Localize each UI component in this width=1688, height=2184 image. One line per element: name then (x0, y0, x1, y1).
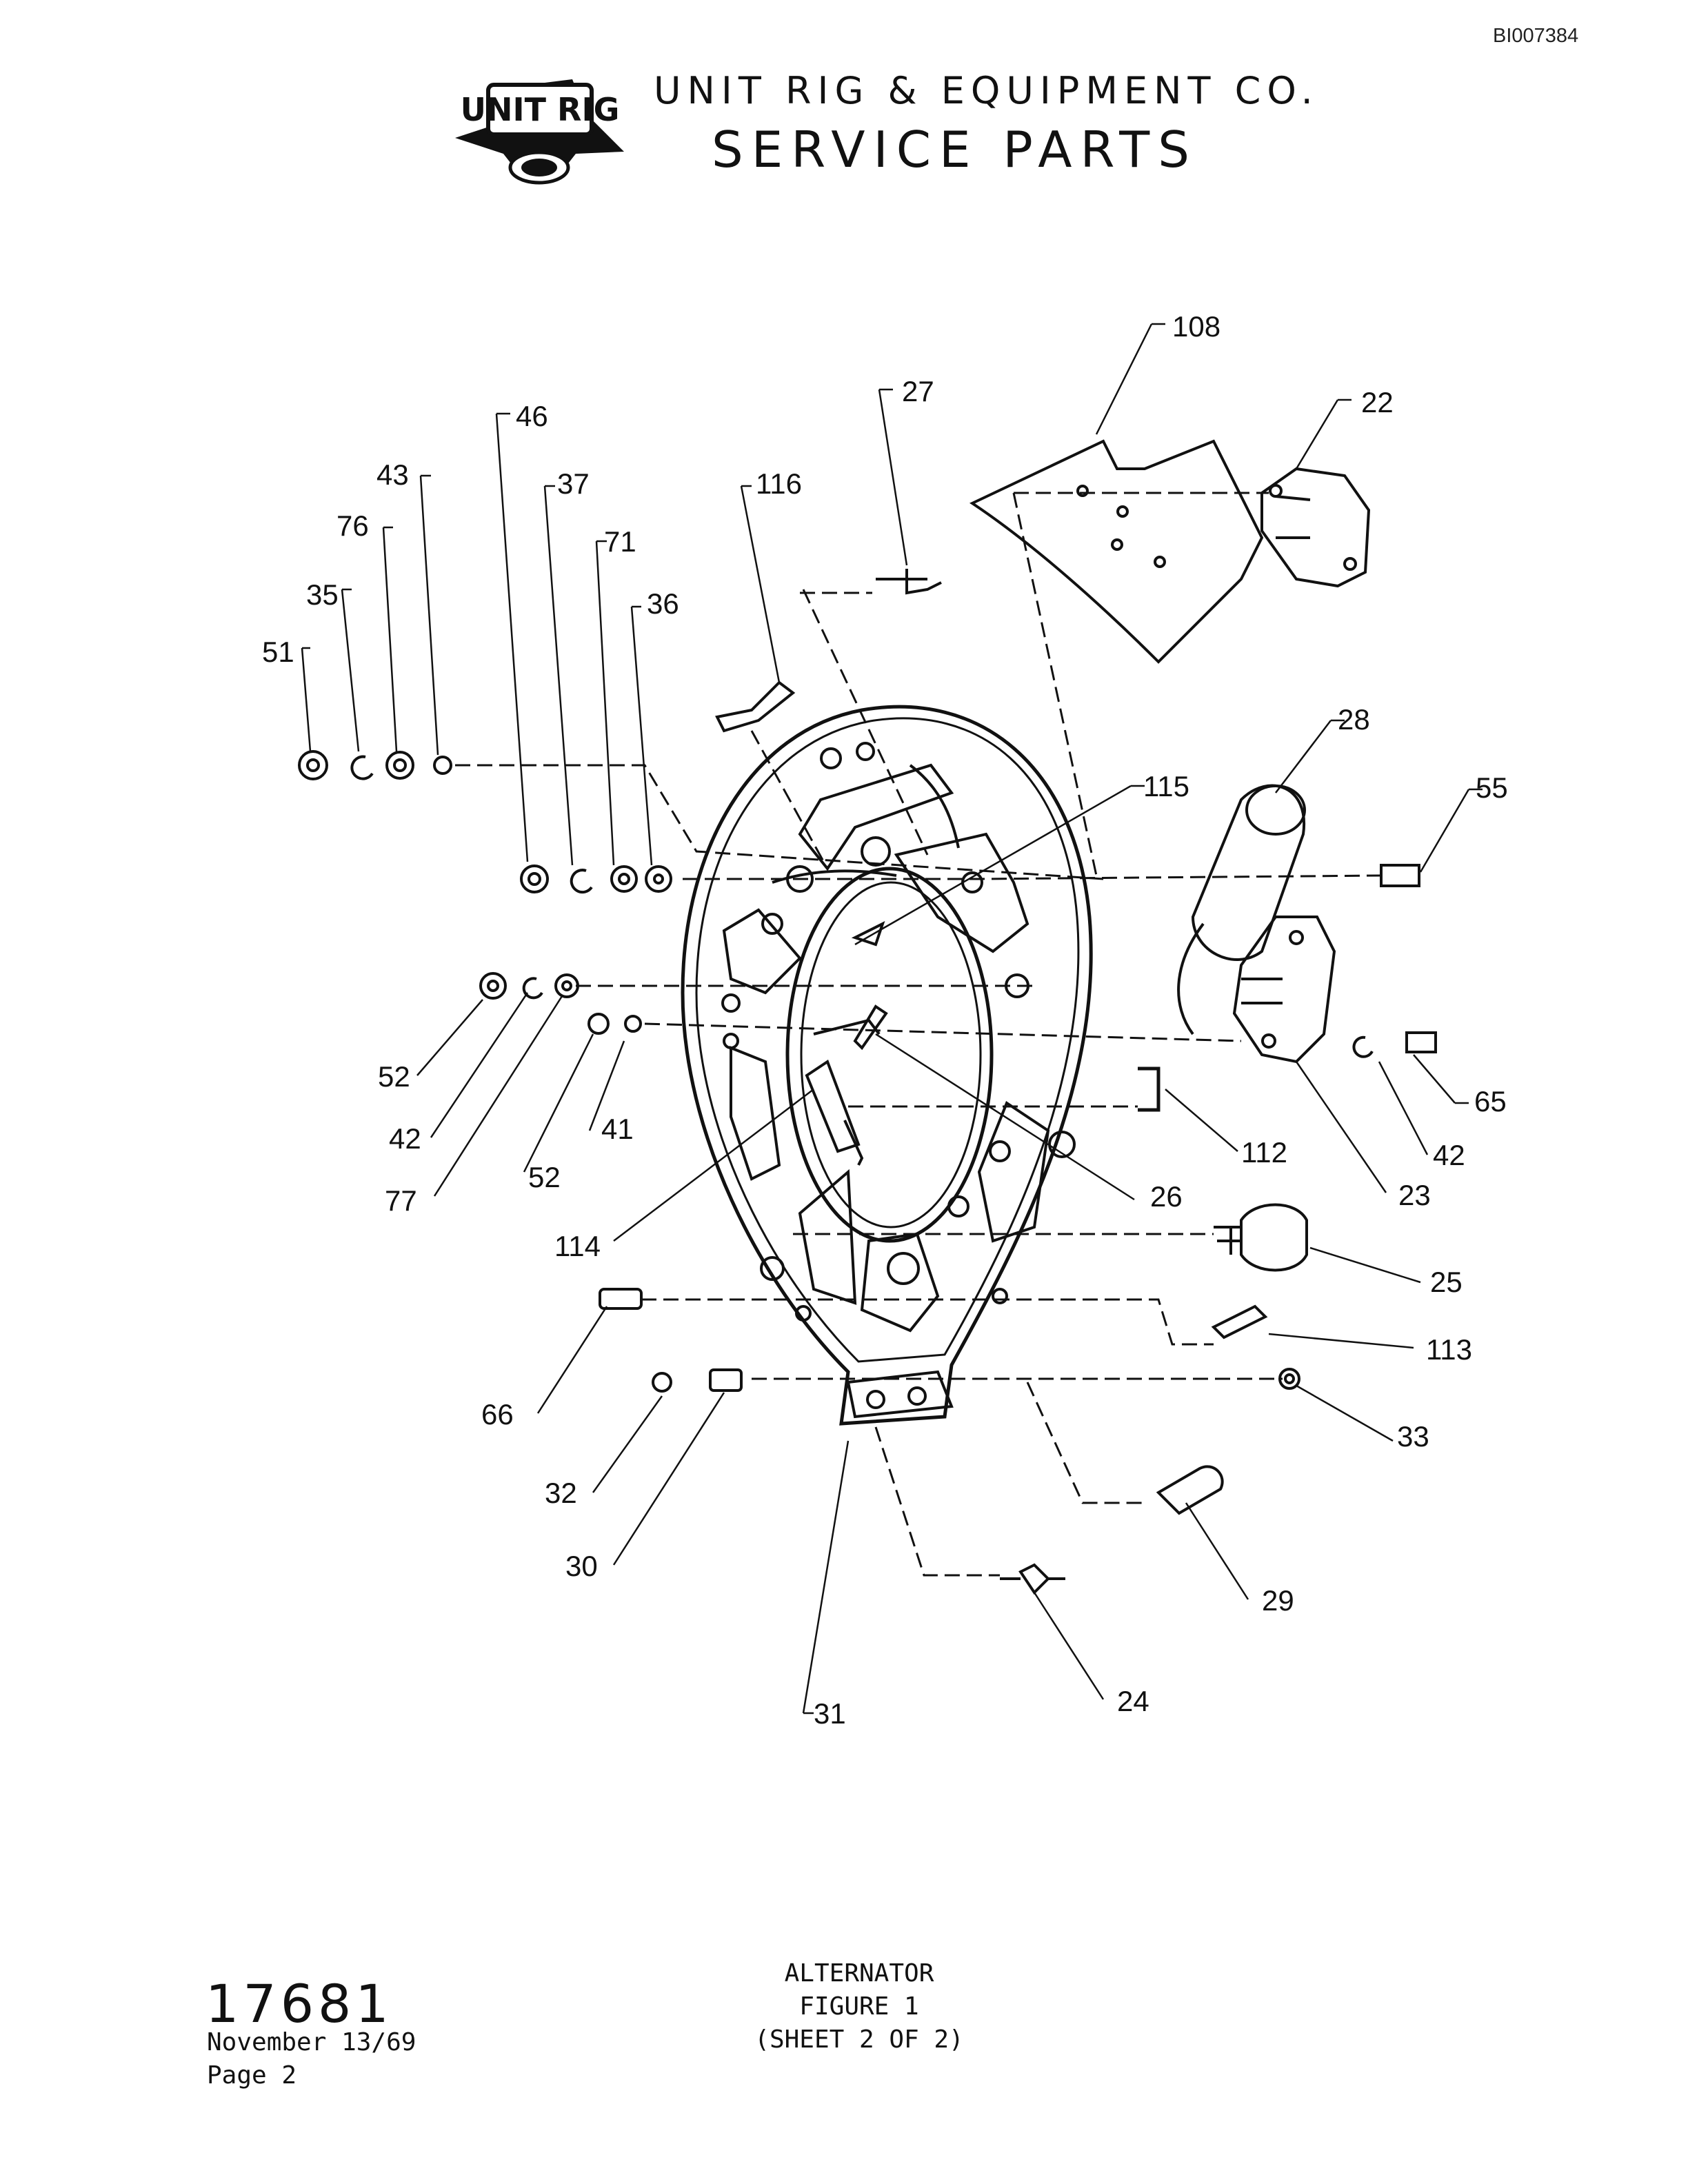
document-number: 17681 (205, 1973, 393, 2034)
capacitor-28 (1177, 784, 1306, 1035)
diode-holder-23 (1232, 916, 1336, 1064)
company-name: UNIT RIG & EQUIPMENT CO. (654, 69, 1319, 112)
part-label: 52 (528, 1161, 561, 1193)
part-label: 65 (1474, 1085, 1507, 1118)
part-label: 51 (262, 636, 294, 668)
part-label: 116 (756, 467, 802, 500)
unit-rig-logo: UNIT RIG (455, 79, 624, 185)
part-label: 46 (516, 400, 548, 432)
end-frame-plate (681, 705, 1093, 1426)
diode-holder-22 (1260, 467, 1371, 588)
sheet-number: (SHEET 2 OF 2) (754, 2025, 964, 2054)
part-label: 66 (481, 1398, 514, 1430)
part-label: 22 (1361, 386, 1394, 418)
plate-holes (721, 742, 1076, 1409)
part-label: 35 (306, 578, 339, 611)
part-label: 52 (378, 1060, 410, 1093)
page-heading: SERVICE PARTS (712, 121, 1198, 179)
part-label: 108 (1172, 310, 1220, 343)
part-label: 30 (565, 1550, 598, 1582)
part-label: 42 (1433, 1139, 1465, 1171)
alignment-lines (455, 492, 1382, 1577)
heat-sink-plate (969, 439, 1264, 664)
figure-title: ALTERNATOR (784, 1959, 934, 1988)
part-label: 77 (385, 1184, 417, 1217)
part-label: 27 (902, 375, 934, 407)
part-label: 55 (1476, 771, 1508, 804)
part-labels: 108 27 22 46 43 37 116 76 71 35 36 51 28… (262, 310, 1508, 1730)
logo-text: UNIT RIG (461, 91, 620, 128)
part-label: 112 (1241, 1136, 1287, 1169)
part-label: 42 (389, 1122, 421, 1155)
figure-number: FIGURE 1 (799, 1992, 919, 2021)
part-label: 28 (1338, 703, 1370, 736)
part-label: 36 (647, 587, 679, 620)
part-label: 41 (601, 1113, 634, 1145)
part-label: 115 (1143, 770, 1189, 802)
part-label: 33 (1397, 1420, 1429, 1453)
document-date: November 13/69 (207, 2028, 416, 2056)
part-label: 23 (1398, 1179, 1431, 1211)
leader-lines (301, 323, 1483, 1715)
part-label: 31 (814, 1697, 846, 1730)
terminal-25 (1214, 1203, 1308, 1272)
document-id: BI007384 (1493, 25, 1579, 47)
part-label: 43 (376, 458, 409, 491)
part-label: 24 (1117, 1685, 1149, 1717)
part-label: 37 (557, 467, 590, 500)
part-label: 29 (1262, 1584, 1294, 1617)
part-label: 32 (545, 1477, 577, 1509)
part-label: 114 (554, 1230, 601, 1262)
part-label: 26 (1150, 1180, 1183, 1213)
part-label: 71 (604, 525, 636, 558)
part-label: 25 (1430, 1266, 1463, 1298)
page-number: Page 2 (207, 2061, 297, 2090)
part-label: 113 (1426, 1333, 1472, 1366)
part-label: 76 (336, 509, 369, 542)
